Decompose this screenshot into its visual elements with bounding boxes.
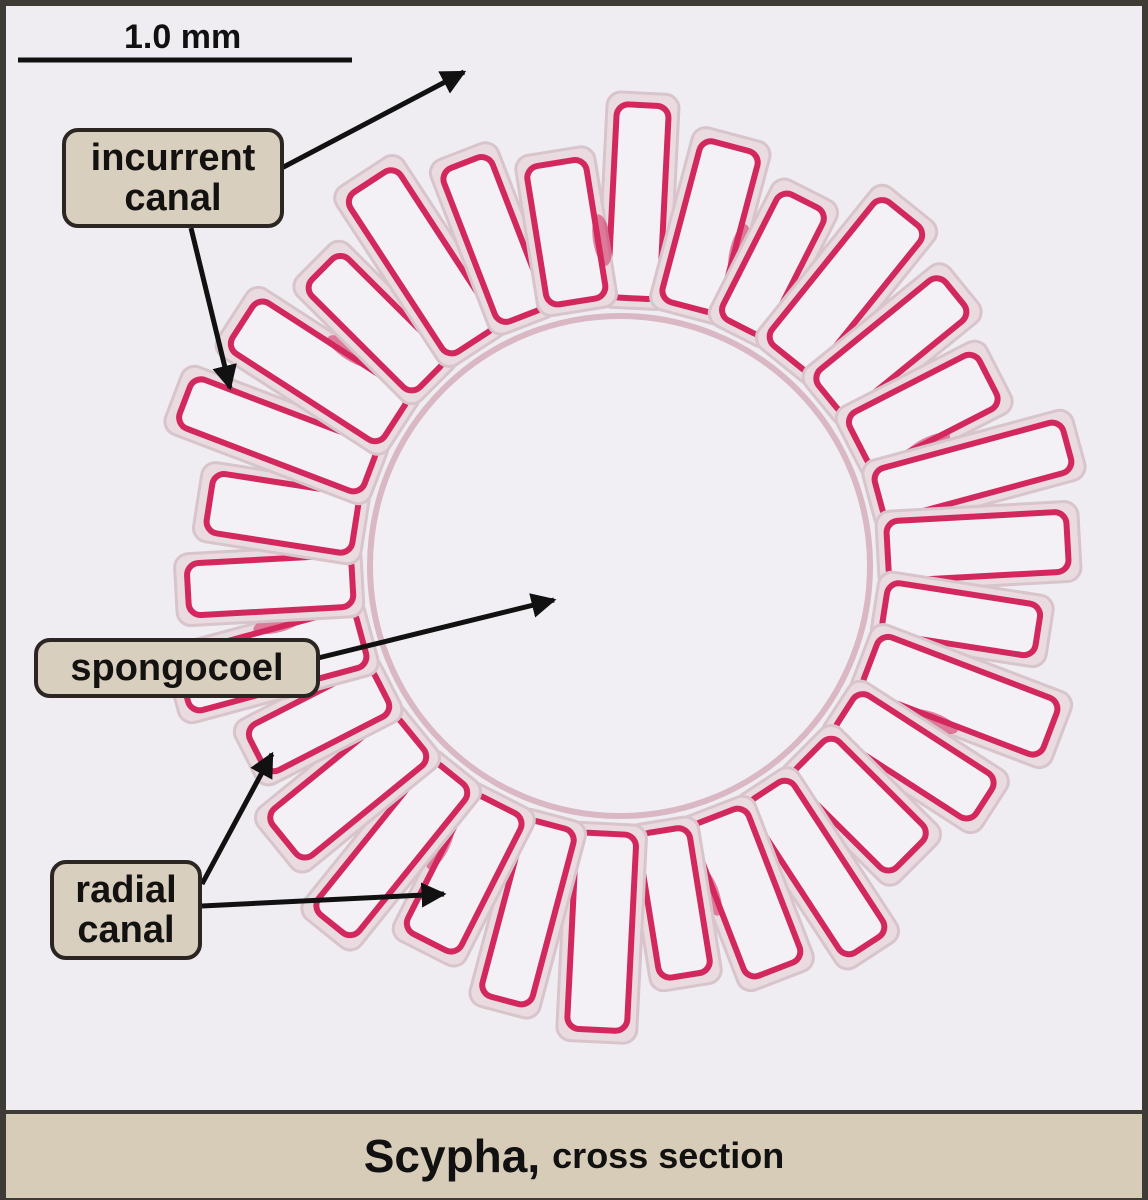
incurrent-canal-line-2: canal — [124, 177, 222, 219]
radial-chamber — [625, 815, 723, 993]
spongocoel-arrow — [317, 593, 557, 661]
radial-chamber — [292, 239, 459, 406]
radial-arrow-up — [199, 751, 275, 886]
radial-chamber — [428, 141, 558, 336]
radial-chamber — [707, 177, 840, 349]
radial-chamber — [555, 820, 648, 1045]
radial-chamber — [514, 145, 618, 318]
radial-chamber — [596, 90, 681, 311]
radial-chamber — [778, 723, 943, 887]
caption-title: Scypha, — [363, 1130, 541, 1182]
radial-chamber — [874, 500, 1083, 593]
radial-chamber — [678, 794, 815, 993]
spongocoel-cavity — [367, 313, 873, 819]
radial-chamber — [849, 623, 1074, 770]
radial-canal-label: radial canal — [50, 860, 202, 960]
caption-bar: Scypha, cross section — [6, 1110, 1142, 1198]
radial-chamber — [333, 154, 509, 368]
radial-chamber — [821, 679, 1010, 835]
radial-chambers — [163, 90, 1087, 1045]
annotation-arrows — [188, 69, 557, 909]
radial-canal-line-2: canal — [77, 909, 175, 951]
incurrent-canal-label: incurrent canal — [62, 128, 284, 228]
radial-chamber — [173, 543, 366, 628]
radial-chamber — [468, 807, 587, 1020]
incurrent-arrow-top — [274, 69, 467, 174]
spongocoel-label: spongocoel — [34, 638, 320, 698]
incurrent-arrow-down — [188, 227, 237, 391]
radial-arrow-right — [201, 882, 447, 909]
incurrent-canal-line-1: incurrent — [90, 137, 256, 179]
caption-subtitle: cross section — [552, 1135, 785, 1176]
scypha-micrograph — [6, 6, 1142, 1108]
radial-chamber — [253, 702, 441, 874]
scale-bar-label: 1.0 mm — [124, 18, 242, 56]
radial-canal-line-1: radial — [75, 869, 177, 911]
